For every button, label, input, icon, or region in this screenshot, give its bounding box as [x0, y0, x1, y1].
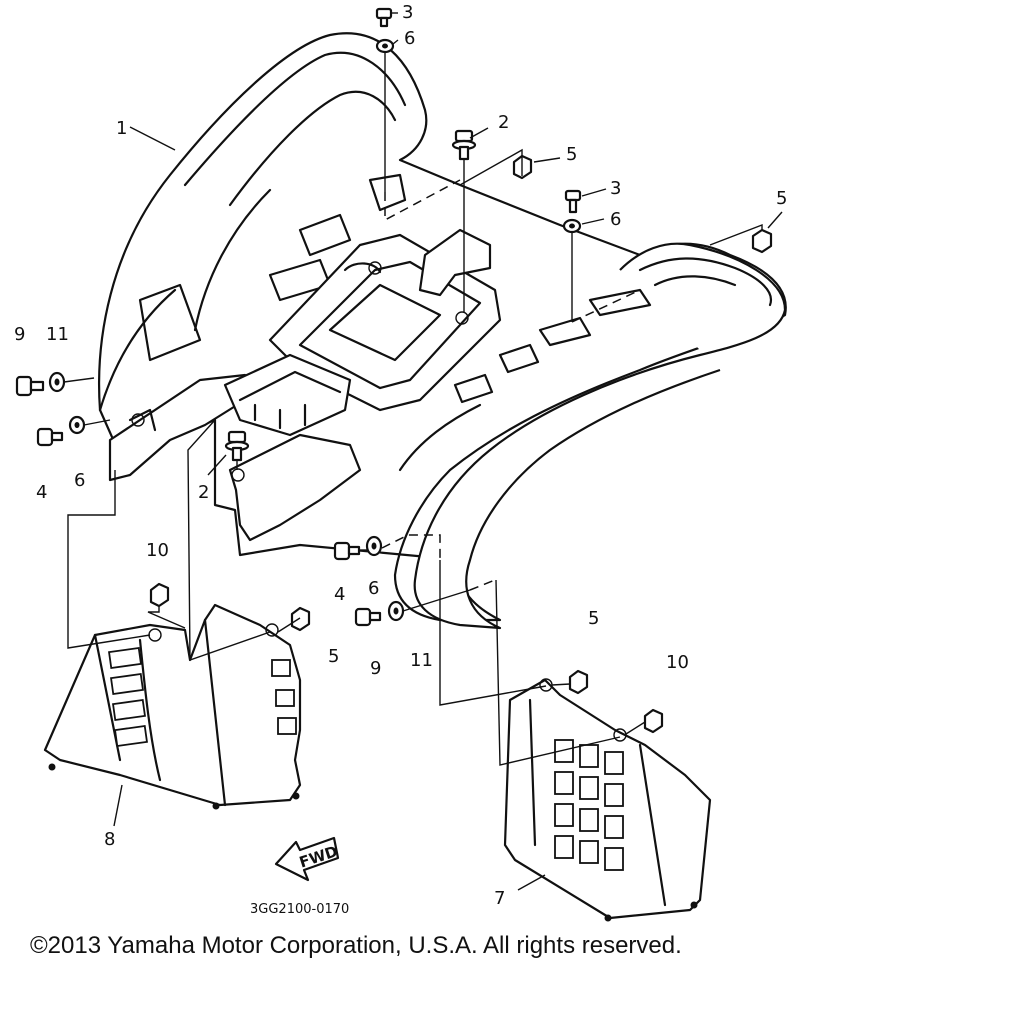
callout-11: 11 [410, 650, 433, 671]
diagram-part-code: 3GG2100-0170 [250, 902, 349, 917]
callout-11: 11 [46, 324, 69, 345]
callout-8: 8 [104, 829, 115, 850]
callout-leaders [113, 12, 783, 891]
fasteners [15, 7, 773, 734]
forward-direction-icon: FWD [274, 836, 340, 882]
right-flap-vents [554, 739, 624, 871]
callout-5: 5 [566, 144, 577, 165]
bolt-icon [15, 375, 45, 397]
fwd-label: FWD [297, 842, 340, 871]
washer-icon [375, 38, 395, 54]
washer-icon [48, 371, 66, 393]
rear-fender-part [98, 32, 787, 630]
callout-4: 4 [334, 584, 345, 605]
right-mud-flap-part [503, 678, 712, 922]
bolt-icon [354, 607, 382, 627]
callout-numbers: 1 3 6 2 5 3 6 5 9 11 4 6 2 10 4 6 5 9 11… [14, 2, 787, 909]
left-mud-flap-part [43, 603, 302, 810]
callout-10: 10 [146, 540, 169, 561]
nut-icon [568, 669, 589, 695]
callout-7: 7 [494, 888, 505, 909]
callout-9: 9 [370, 658, 381, 679]
callout-3: 3 [610, 178, 621, 199]
callout-9: 9 [14, 324, 25, 345]
callout-10: 10 [666, 652, 689, 673]
bolt-icon [333, 541, 361, 561]
copyright-notice: ©2013 Yamaha Motor Corporation, U.S.A. A… [30, 932, 682, 959]
nut-icon [643, 708, 664, 734]
nut-icon [290, 606, 311, 632]
washer-icon [562, 218, 582, 234]
callout-5: 5 [328, 646, 339, 667]
callout-5: 5 [776, 188, 787, 209]
callout-2: 2 [498, 112, 509, 133]
callout-1: 1 [116, 118, 127, 139]
callout-6: 6 [610, 209, 621, 230]
washer-icon [365, 535, 383, 557]
washer-icon [387, 600, 405, 622]
flange-bolt-icon [451, 129, 477, 161]
bolt-icon [564, 189, 582, 214]
nut-icon [751, 228, 773, 254]
assembly-lines [63, 52, 763, 766]
callout-6: 6 [404, 28, 415, 49]
flange-bolt-icon [224, 430, 250, 462]
callout-6: 6 [74, 470, 85, 491]
callout-4: 4 [36, 482, 47, 503]
bolt-icon [375, 7, 393, 28]
nut-icon [149, 582, 170, 608]
washer-icon [68, 415, 86, 435]
callout-3: 3 [402, 2, 413, 23]
callout-2: 2 [198, 482, 209, 503]
callout-5: 5 [588, 608, 599, 629]
callout-6: 6 [368, 578, 379, 599]
bolt-icon [36, 427, 64, 447]
